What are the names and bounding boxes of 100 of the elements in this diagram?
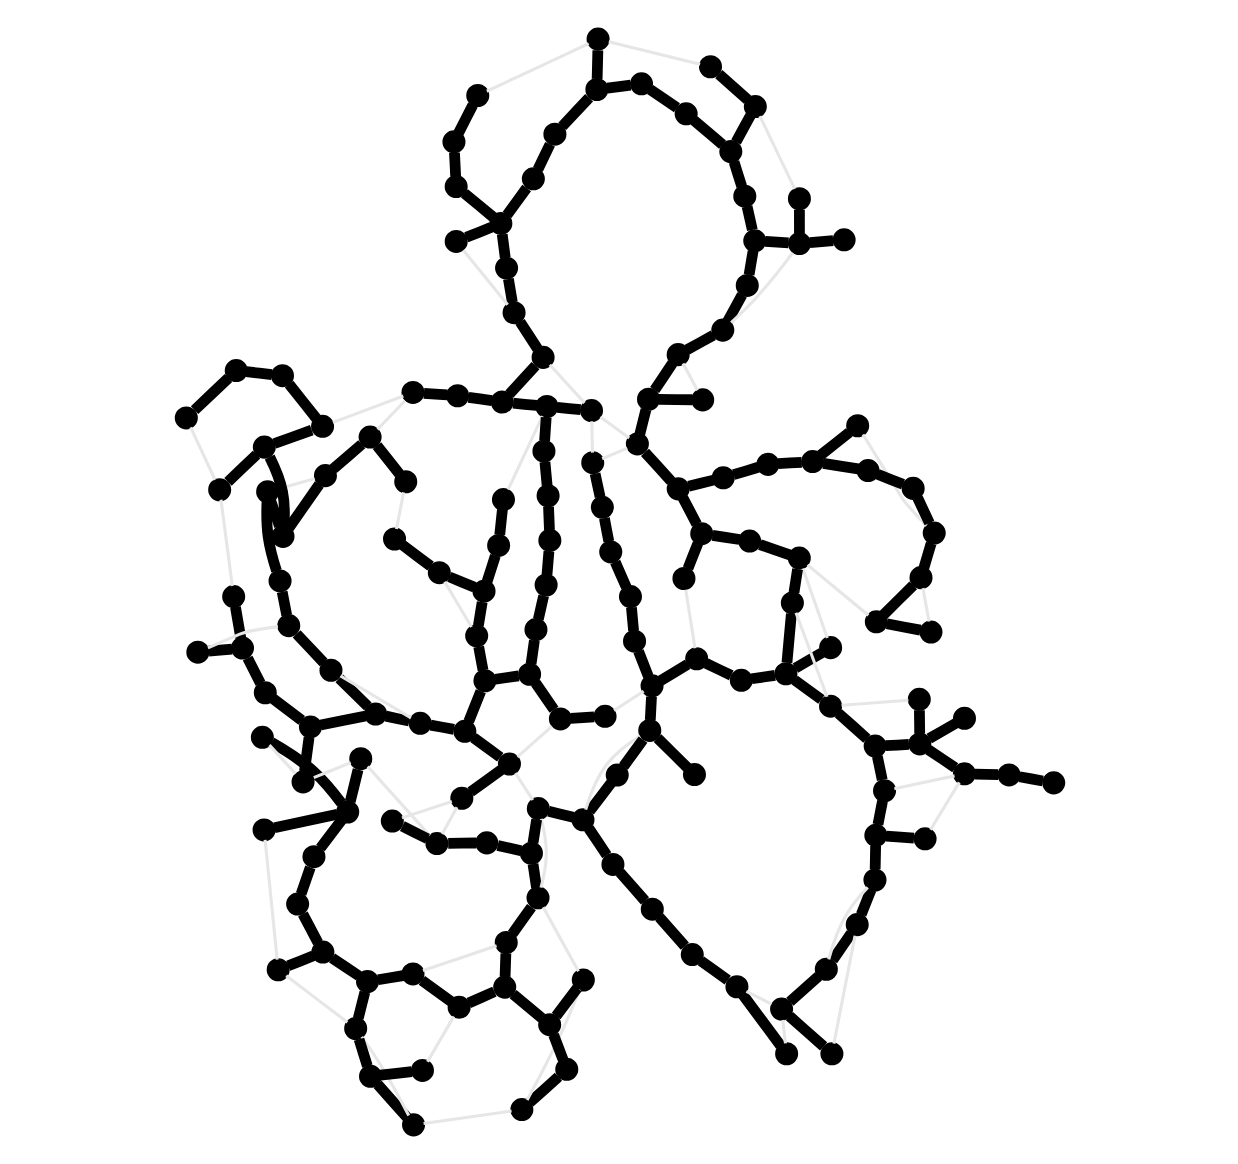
- connector: [524, 639, 539, 665]
- connector: [263, 454, 289, 527]
- connector: [831, 935, 856, 1044]
- node-circle: [684, 647, 708, 671]
- node-circle: [742, 95, 766, 119]
- node-circle: [525, 797, 549, 821]
- connector: [189, 374, 232, 414]
- connector: [833, 709, 870, 743]
- connector: [612, 690, 644, 712]
- node-circle: [951, 706, 975, 730]
- connector: [272, 808, 338, 833]
- connector: [328, 440, 365, 473]
- node-circle: [800, 450, 824, 474]
- node-circle: [310, 940, 334, 964]
- connector: [271, 425, 313, 449]
- node-circle: [251, 818, 275, 842]
- connector: [646, 85, 679, 113]
- node-circle: [465, 83, 489, 107]
- node-circle: [689, 522, 713, 546]
- node-circle: [918, 620, 942, 644]
- node-circle: [813, 957, 837, 981]
- node-circle: [255, 480, 279, 504]
- connector: [334, 674, 371, 711]
- connector: [331, 394, 403, 424]
- node-circle: [728, 668, 752, 692]
- node-circle: [786, 187, 810, 211]
- connector: [710, 530, 740, 545]
- connector: [422, 1109, 511, 1125]
- node-circle: [570, 808, 594, 832]
- connector: [466, 765, 504, 797]
- connector: [515, 725, 552, 759]
- node-circle: [737, 529, 761, 553]
- node-circle: [486, 533, 510, 557]
- node-circle: [774, 1042, 798, 1066]
- node-circle: [671, 567, 695, 590]
- node-circle: [488, 211, 512, 235]
- connector: [547, 1032, 568, 1062]
- node-circle: [533, 573, 557, 597]
- node-circle: [446, 995, 470, 1019]
- node-circle: [441, 130, 465, 154]
- connector: [291, 630, 327, 667]
- connector: [315, 816, 345, 852]
- connector: [654, 913, 688, 950]
- node-circle: [310, 414, 334, 438]
- connector: [757, 539, 791, 560]
- node-circle: [318, 658, 342, 682]
- connector: [702, 658, 733, 681]
- connector: [874, 469, 904, 490]
- node-circle: [445, 384, 469, 408]
- connector: [398, 821, 429, 844]
- connector: [913, 710, 925, 734]
- connector: [656, 659, 690, 686]
- connector: [422, 387, 447, 401]
- connector: [295, 865, 315, 896]
- connector: [508, 989, 545, 1023]
- connector: [609, 559, 631, 590]
- connector: [376, 970, 403, 986]
- connector: [417, 975, 453, 1006]
- connector: [757, 115, 796, 190]
- node-circle: [472, 669, 496, 693]
- connector: [808, 235, 833, 249]
- node-circle: [844, 913, 868, 937]
- connector: [498, 953, 511, 977]
- node-circle: [921, 521, 945, 545]
- node-circle: [636, 387, 660, 411]
- connector: [763, 236, 788, 249]
- connector: [501, 184, 530, 218]
- node-circle: [679, 943, 703, 967]
- node-circle: [831, 228, 855, 252]
- node-circle: [819, 1042, 843, 1066]
- connector: [447, 837, 476, 849]
- connector: [925, 718, 958, 744]
- node-circle: [818, 636, 842, 660]
- node-circle: [862, 868, 886, 892]
- node-circle: [400, 380, 424, 404]
- connector: [472, 601, 487, 627]
- connector: [371, 442, 403, 478]
- connector: [682, 541, 702, 571]
- node-circle: [501, 301, 525, 325]
- connector: [860, 433, 927, 527]
- connector: [241, 655, 265, 686]
- connector: [791, 648, 824, 673]
- connector: [855, 887, 876, 917]
- node-circle: [786, 546, 810, 570]
- node-circle: [207, 478, 231, 502]
- connector: [480, 554, 500, 584]
- connector: [400, 800, 452, 820]
- connector: [727, 160, 746, 189]
- node-circle: [270, 524, 294, 548]
- node-circle: [249, 725, 273, 749]
- node-circle: [554, 1057, 578, 1081]
- connector: [911, 495, 934, 526]
- node-circle: [786, 232, 810, 256]
- connector: [917, 541, 936, 570]
- node-circle: [496, 752, 520, 776]
- node-circle: [698, 55, 722, 79]
- connector: [633, 408, 651, 436]
- node-circle: [464, 624, 488, 648]
- connector: [538, 417, 551, 442]
- node-circle: [379, 809, 403, 833]
